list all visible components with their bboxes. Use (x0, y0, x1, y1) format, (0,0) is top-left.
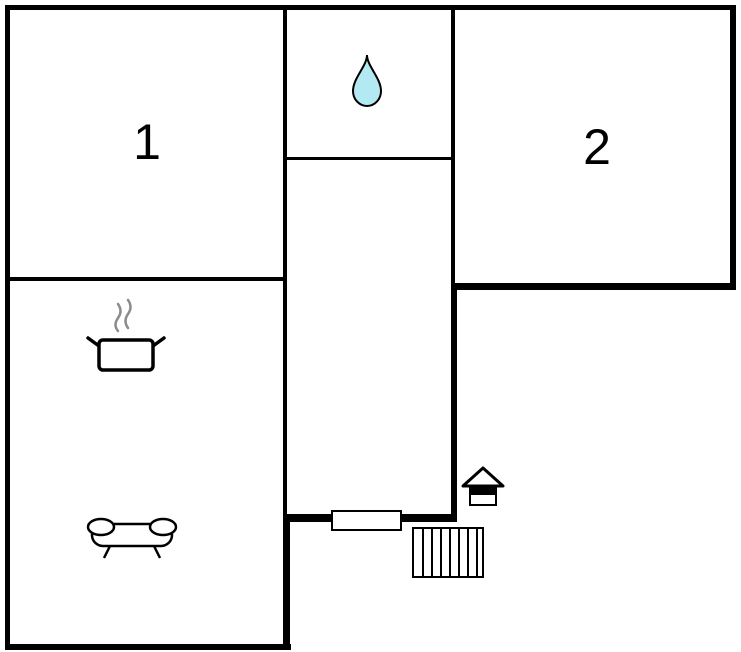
room-1-label: 1 (133, 114, 161, 170)
wall-top (5, 5, 736, 10)
entrance-door (331, 510, 402, 531)
water-drop-icon (351, 54, 383, 107)
stairs-icon (412, 527, 484, 578)
wall-center-vertical (283, 8, 287, 516)
wall-bathroom-bottom (286, 157, 452, 160)
wall-lower-room-right-exterior (283, 514, 290, 650)
wall-bottom (5, 644, 291, 650)
wall-room1-bottom (8, 277, 285, 281)
wall-bathroom-right (451, 8, 455, 285)
steam-icon (124, 298, 132, 330)
steam-icon (114, 302, 122, 333)
sofa-icon (86, 517, 178, 559)
wall-room2-bottom (451, 283, 736, 290)
wall-left (5, 5, 10, 650)
well-icon (461, 466, 505, 506)
wall-right (730, 5, 736, 290)
wall-hallway-right-exterior (451, 283, 457, 522)
room-2-label: 2 (583, 119, 611, 175)
cooking-pot-icon (86, 298, 166, 372)
